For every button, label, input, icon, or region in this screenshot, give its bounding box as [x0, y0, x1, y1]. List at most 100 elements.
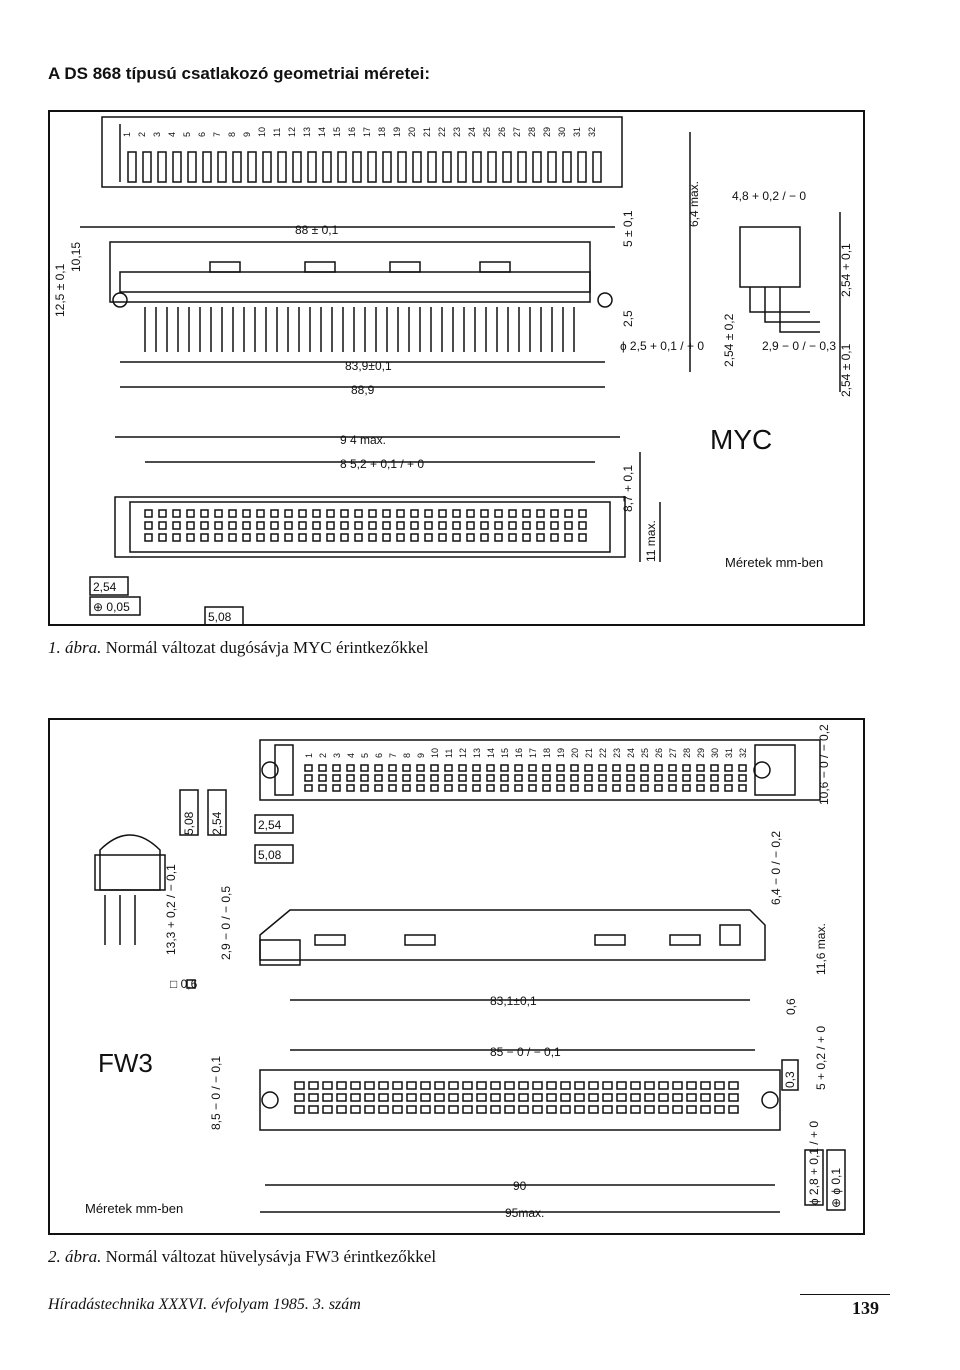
fig2-contact [626, 784, 635, 792]
fig2-hole [616, 1105, 627, 1114]
fig1-hole [326, 509, 335, 518]
fig2-hole [322, 1093, 333, 1102]
fig1-dim-254c: 2,54 ± 0,1 [839, 343, 853, 397]
fig2-contact [682, 774, 691, 782]
fig1-hole [228, 533, 237, 542]
fig2-hole [644, 1105, 655, 1114]
fig2-pin-number: 8 [402, 753, 412, 758]
fig1-hole [410, 533, 419, 542]
fig1-pin-number: 30 [557, 127, 567, 137]
fig2-contact [374, 784, 383, 792]
fig2-hole [490, 1093, 501, 1102]
fig1-contact [232, 151, 242, 183]
fig2-contact [598, 774, 607, 782]
fig1-contact [517, 151, 527, 183]
fig2-contact [542, 784, 551, 792]
fig2-contact [388, 774, 397, 782]
fig2-contact [360, 774, 369, 782]
fig2-hole [448, 1105, 459, 1114]
fig1-hole [368, 533, 377, 542]
figure-1-caption-number: 1. ábra. [48, 638, 102, 657]
fig1-hole [284, 521, 293, 530]
fig1-tol-508: 5,08 [208, 610, 232, 624]
fig1-hole [312, 509, 321, 518]
fig1-contact [277, 151, 287, 183]
fig2-hole [700, 1081, 711, 1090]
fig2-contact [724, 774, 733, 782]
fig2-hole [532, 1105, 543, 1114]
fig1-hole [354, 533, 363, 542]
fig2-dim-03: 0,3 [783, 1071, 797, 1088]
fig2-hole [630, 1105, 641, 1114]
fig1-hole [298, 509, 307, 518]
fig1-dim-88: 88 ± 0,1 [295, 223, 339, 237]
fig2-dim-28: ɸ 2,8 + 0,1 / + 0 [807, 1121, 821, 1205]
fig2-hole [448, 1093, 459, 1102]
fig2-hole [420, 1081, 431, 1090]
fig1-contact [382, 151, 392, 183]
fig2-contact [528, 774, 537, 782]
fig2-dim-85: 85 − 0 / − 0,1 [490, 1045, 561, 1059]
fig2-contact [430, 764, 439, 772]
fig2-dim-116: 11,6 max. [814, 923, 828, 975]
fig2-contact [374, 774, 383, 782]
fig2-pin-number: 12 [458, 748, 468, 758]
fig2-hole [560, 1093, 571, 1102]
fig2-dim-85b: 8,5 − 0 / − 0,1 [209, 1056, 223, 1130]
fig1-pin-number: 9 [242, 132, 252, 137]
fig1-contact [247, 151, 257, 183]
fig2-contact [654, 784, 663, 792]
fig1-hole [144, 509, 153, 518]
fig2-contact [640, 764, 649, 772]
fig1-hole [340, 521, 349, 530]
fig2-contact [444, 784, 453, 792]
fig1-dim-1015: 10,15 [69, 242, 83, 272]
fig1-hole [564, 533, 573, 542]
fig1-hole [452, 509, 461, 518]
fig2-hole [294, 1081, 305, 1090]
fig2-pin-number: 18 [542, 748, 552, 758]
fig2-hole [714, 1081, 725, 1090]
fig2-pin-number: 31 [724, 748, 734, 758]
fig2-pin-number: 28 [682, 748, 692, 758]
fig1-dim-889: 88,9 [351, 383, 375, 397]
fig2-hole [630, 1093, 641, 1102]
fig1-hole [368, 521, 377, 530]
fig2-hole [378, 1093, 389, 1102]
fig2-contact [668, 774, 677, 782]
fig1-hole [480, 533, 489, 542]
fig1-hole [284, 509, 293, 518]
fig1-hole [480, 521, 489, 530]
fig1-hole [298, 521, 307, 530]
fig2-contact [430, 774, 439, 782]
fig2-contact [346, 764, 355, 772]
fig1-hole [382, 533, 391, 542]
fig1-hole [200, 533, 209, 542]
figure-1-frame: 88 ± 0,1 83,9±0,1 88,9 10,15 12,5 ± 0,1 … [48, 110, 865, 626]
fig2-pin-number: 10 [430, 748, 440, 758]
fig2-pin-number: 32 [738, 748, 748, 758]
fig1-hole [396, 521, 405, 530]
fig1-contact [367, 151, 377, 183]
fig1-hole [158, 521, 167, 530]
fig1-pin-number: 1 [122, 132, 132, 137]
fig1-contact [322, 151, 332, 183]
fig2-fw3-label: FW3 [98, 1048, 153, 1078]
fig2-contact [668, 784, 677, 792]
fig2-contact [444, 774, 453, 782]
fig2-hole [434, 1105, 445, 1114]
fig2-contact [304, 774, 313, 782]
fig1-hole [144, 521, 153, 530]
fig2-hole [434, 1093, 445, 1102]
fig1-hole [522, 533, 531, 542]
fig1-hole [564, 521, 573, 530]
fig2-contact [570, 784, 579, 792]
fig1-contact [187, 151, 197, 183]
fig1-hole [172, 533, 181, 542]
fig1-hole [242, 509, 251, 518]
figure-2-frame: 5,08 2,54 2,54 5,08 10,6 − 0 / − 0,2 13,… [48, 718, 865, 1235]
fig2-contact [668, 764, 677, 772]
fig2-contact [542, 764, 551, 772]
fig2-hole [350, 1105, 361, 1114]
fig1-hole [536, 521, 545, 530]
